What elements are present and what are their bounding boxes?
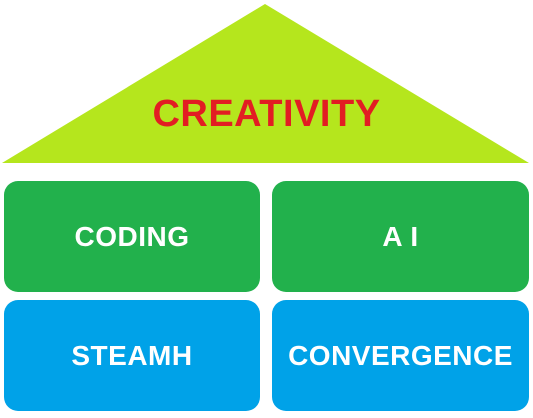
roof-label-creativity: CREATIVITY xyxy=(152,93,381,135)
block-convergence: CONVERGENCE xyxy=(272,300,529,411)
block-ai: A I xyxy=(272,181,529,292)
roof-triangle xyxy=(2,4,529,163)
block-steamh: STEAMH xyxy=(4,300,260,411)
roof-shape xyxy=(2,4,529,163)
block-coding: CODING xyxy=(4,181,260,292)
